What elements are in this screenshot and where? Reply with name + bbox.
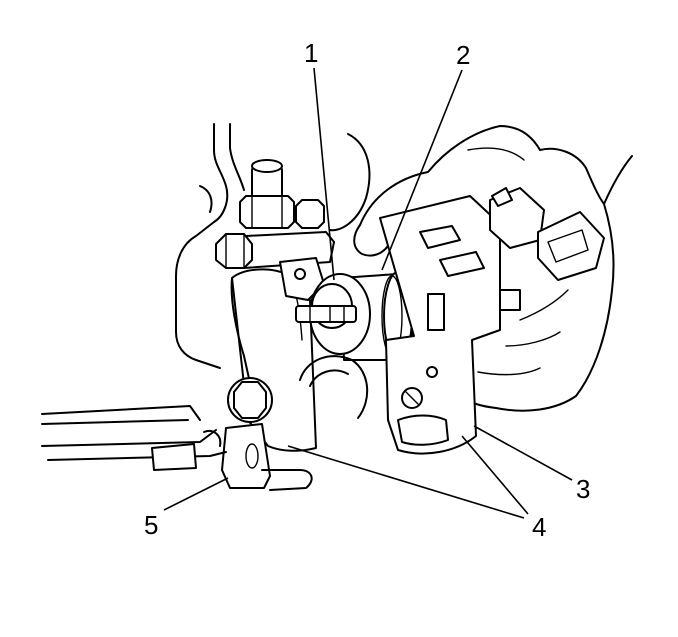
mounting-bracket [175,123,245,369]
leader-lines [163,67,573,519]
callout-2: 2 [456,40,470,70]
wire-loop [329,133,371,232]
spring-ring [299,355,369,419]
callout-1: 1 [304,38,318,68]
electrical-connector [489,187,605,281]
switch-bracket [379,195,521,455]
upper-bolt [215,233,253,269]
callout-3: 3 [576,474,590,504]
hand-drawing [353,125,633,412]
callout-5: 5 [144,510,158,540]
lower-bolt [227,377,273,423]
pedal-rod [41,405,227,471]
callout-4: 4 [532,512,546,542]
lower-bracket [221,423,313,491]
